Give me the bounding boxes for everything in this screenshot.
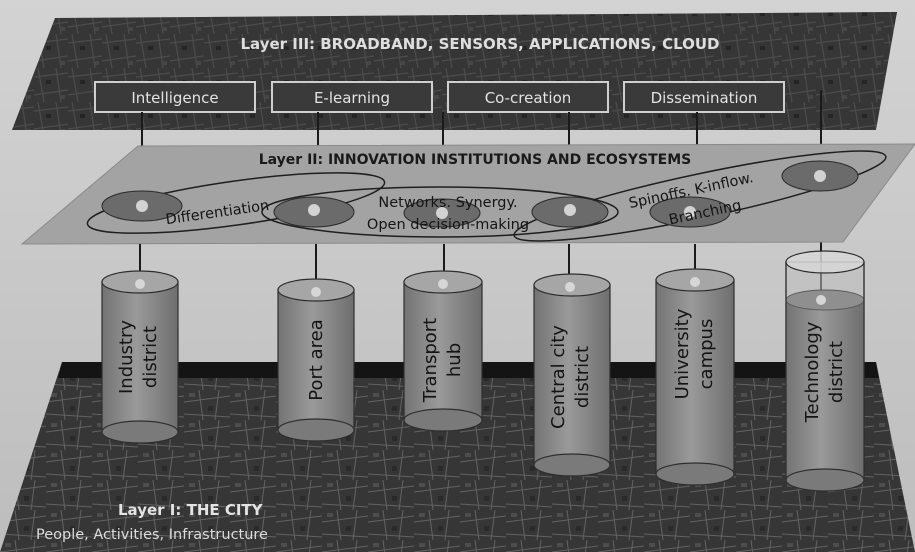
- cylinder-label-industry-2: district: [140, 326, 161, 388]
- cylinder-label-central-2: district: [572, 346, 593, 408]
- disc-markers: [136, 170, 826, 219]
- cylinder-label-transport-2: hub: [444, 343, 465, 377]
- layer1-subtitle: People, Activities, Infrastructure: [36, 527, 268, 543]
- layer1-title: Layer I: THE CITY: [118, 501, 264, 519]
- co-creation-label: Co-creation: [485, 89, 572, 107]
- intelligence-label: Intelligence: [131, 89, 218, 107]
- cylinder-label-university-1: University: [672, 308, 693, 399]
- cylinder-label-transport-1: Transport: [420, 318, 441, 403]
- cylinder-technology: Technology district: [785, 250, 865, 492]
- cylinder-label-university-2: campus: [696, 319, 717, 390]
- cylinder-label-technology-1: Technology: [802, 321, 823, 423]
- co-creation-box: [447, 81, 609, 113]
- e-learning-box: [271, 81, 433, 113]
- cylinder-industry: Industry district: [101, 270, 179, 444]
- cylinder-transport-hub: Transport hub: [403, 270, 483, 432]
- cylinder-university: University campus: [655, 268, 735, 486]
- e-learning-label: E-learning: [314, 89, 390, 107]
- cylinder-label-industry-1: Industry: [116, 320, 137, 394]
- layer2-title: Layer II: INNOVATION INSTITUTIONS AND EC…: [259, 152, 692, 168]
- cylinder-label-port-area: Port area: [306, 319, 327, 401]
- cylinder-label-central-1: Central city: [548, 325, 569, 429]
- intelligence-box: [94, 81, 256, 113]
- cylinder-port-area: Port area: [277, 278, 355, 442]
- layer3-title: Layer III: BROADBAND, SENSORS, APPLICATI…: [241, 35, 720, 53]
- ecosystem-differentiation: [86, 172, 386, 234]
- dissemination-label: Dissemination: [651, 89, 758, 107]
- dissemination-box: [623, 81, 785, 113]
- cylinder-central-city: Central city district: [533, 273, 611, 477]
- ecosystem-networks: [261, 186, 619, 238]
- ecosystem-label-networks-2: Open decision-making: [367, 217, 529, 233]
- ecosystem-label-networks-1: Networks. Synergy.: [378, 195, 517, 211]
- cylinder-label-technology-2: district: [826, 341, 847, 403]
